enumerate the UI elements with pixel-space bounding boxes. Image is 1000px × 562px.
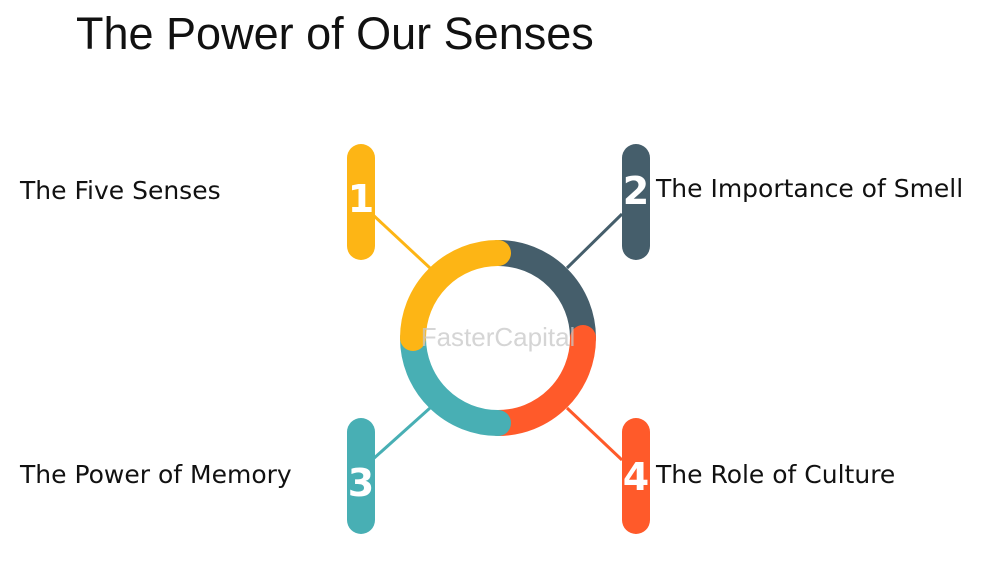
connector-line-1 [370,212,432,270]
item-label-power-of-memory: The Power of Memory [20,460,292,489]
number-pill-1 [347,144,375,260]
number-2: 2 [623,169,649,213]
number-pill-2 [622,144,650,260]
connector-line-3 [370,406,432,462]
number-pill-4 [622,418,650,534]
number-3: 3 [348,461,374,505]
item-label-role-of-culture: The Role of Culture [656,460,896,489]
connector-line-2 [565,212,624,270]
connector-line-4 [565,406,624,462]
page-title: The Power of Our Senses [76,8,594,59]
number-4: 4 [623,455,649,499]
number-pill-3 [347,418,375,534]
ring-segment-1 [400,240,511,351]
ring-segment-3 [400,325,511,436]
number-1: 1 [348,177,374,221]
item-label-five-senses: The Five Senses [20,176,221,205]
ring-segment-4 [485,325,596,436]
item-label-importance-of-smell: The Importance of Smell [656,174,964,203]
watermark-text: FasterCapital [421,322,576,352]
ring-segment-2 [485,240,596,351]
